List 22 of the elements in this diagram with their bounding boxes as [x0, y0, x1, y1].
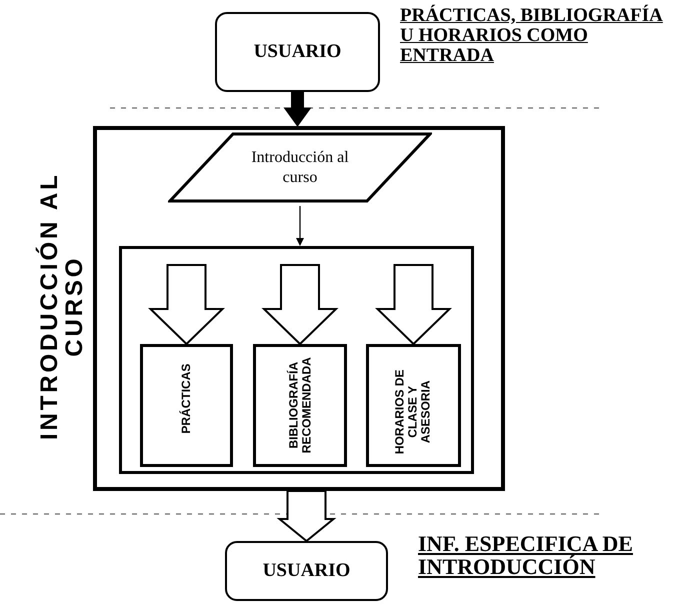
- process-box: [366, 344, 461, 467]
- process-box: [253, 344, 347, 467]
- block-arrow: [375, 264, 452, 346]
- block-arrow: [262, 264, 338, 346]
- vertical-text: BIBLIOGRAFÍA RECOMENDADA: [286, 356, 314, 455]
- rounded-box: [215, 12, 380, 92]
- vertical-text: PRÁCTICAS: [180, 362, 194, 436]
- underlined-note: INF. ESPECIFICA DE INTRODUCCIÓN: [418, 532, 634, 578]
- vertical-text: HORARIOS DE CLASE Y ASESORIA: [394, 368, 434, 456]
- vertical-heading: INTRODUCCIÓN AL CURSO: [36, 170, 88, 441]
- node-text: USUARIO: [254, 40, 342, 64]
- arrow: [296, 206, 304, 246]
- block-arrow: [276, 490, 336, 542]
- block-arrow: [148, 264, 225, 346]
- container-box: [119, 246, 474, 474]
- thick-arrow: [284, 92, 312, 127]
- rounded-box: [225, 541, 388, 601]
- node-text: USUARIO: [262, 558, 350, 583]
- underlined-note: PRÁCTICAS, BIBLIOGRAFÍA U HORARIOS COMO ENTRADA: [400, 6, 664, 66]
- node-text: Introducción al curso: [250, 148, 350, 188]
- input-parallelogram: [168, 132, 432, 203]
- process-box: [140, 344, 233, 467]
